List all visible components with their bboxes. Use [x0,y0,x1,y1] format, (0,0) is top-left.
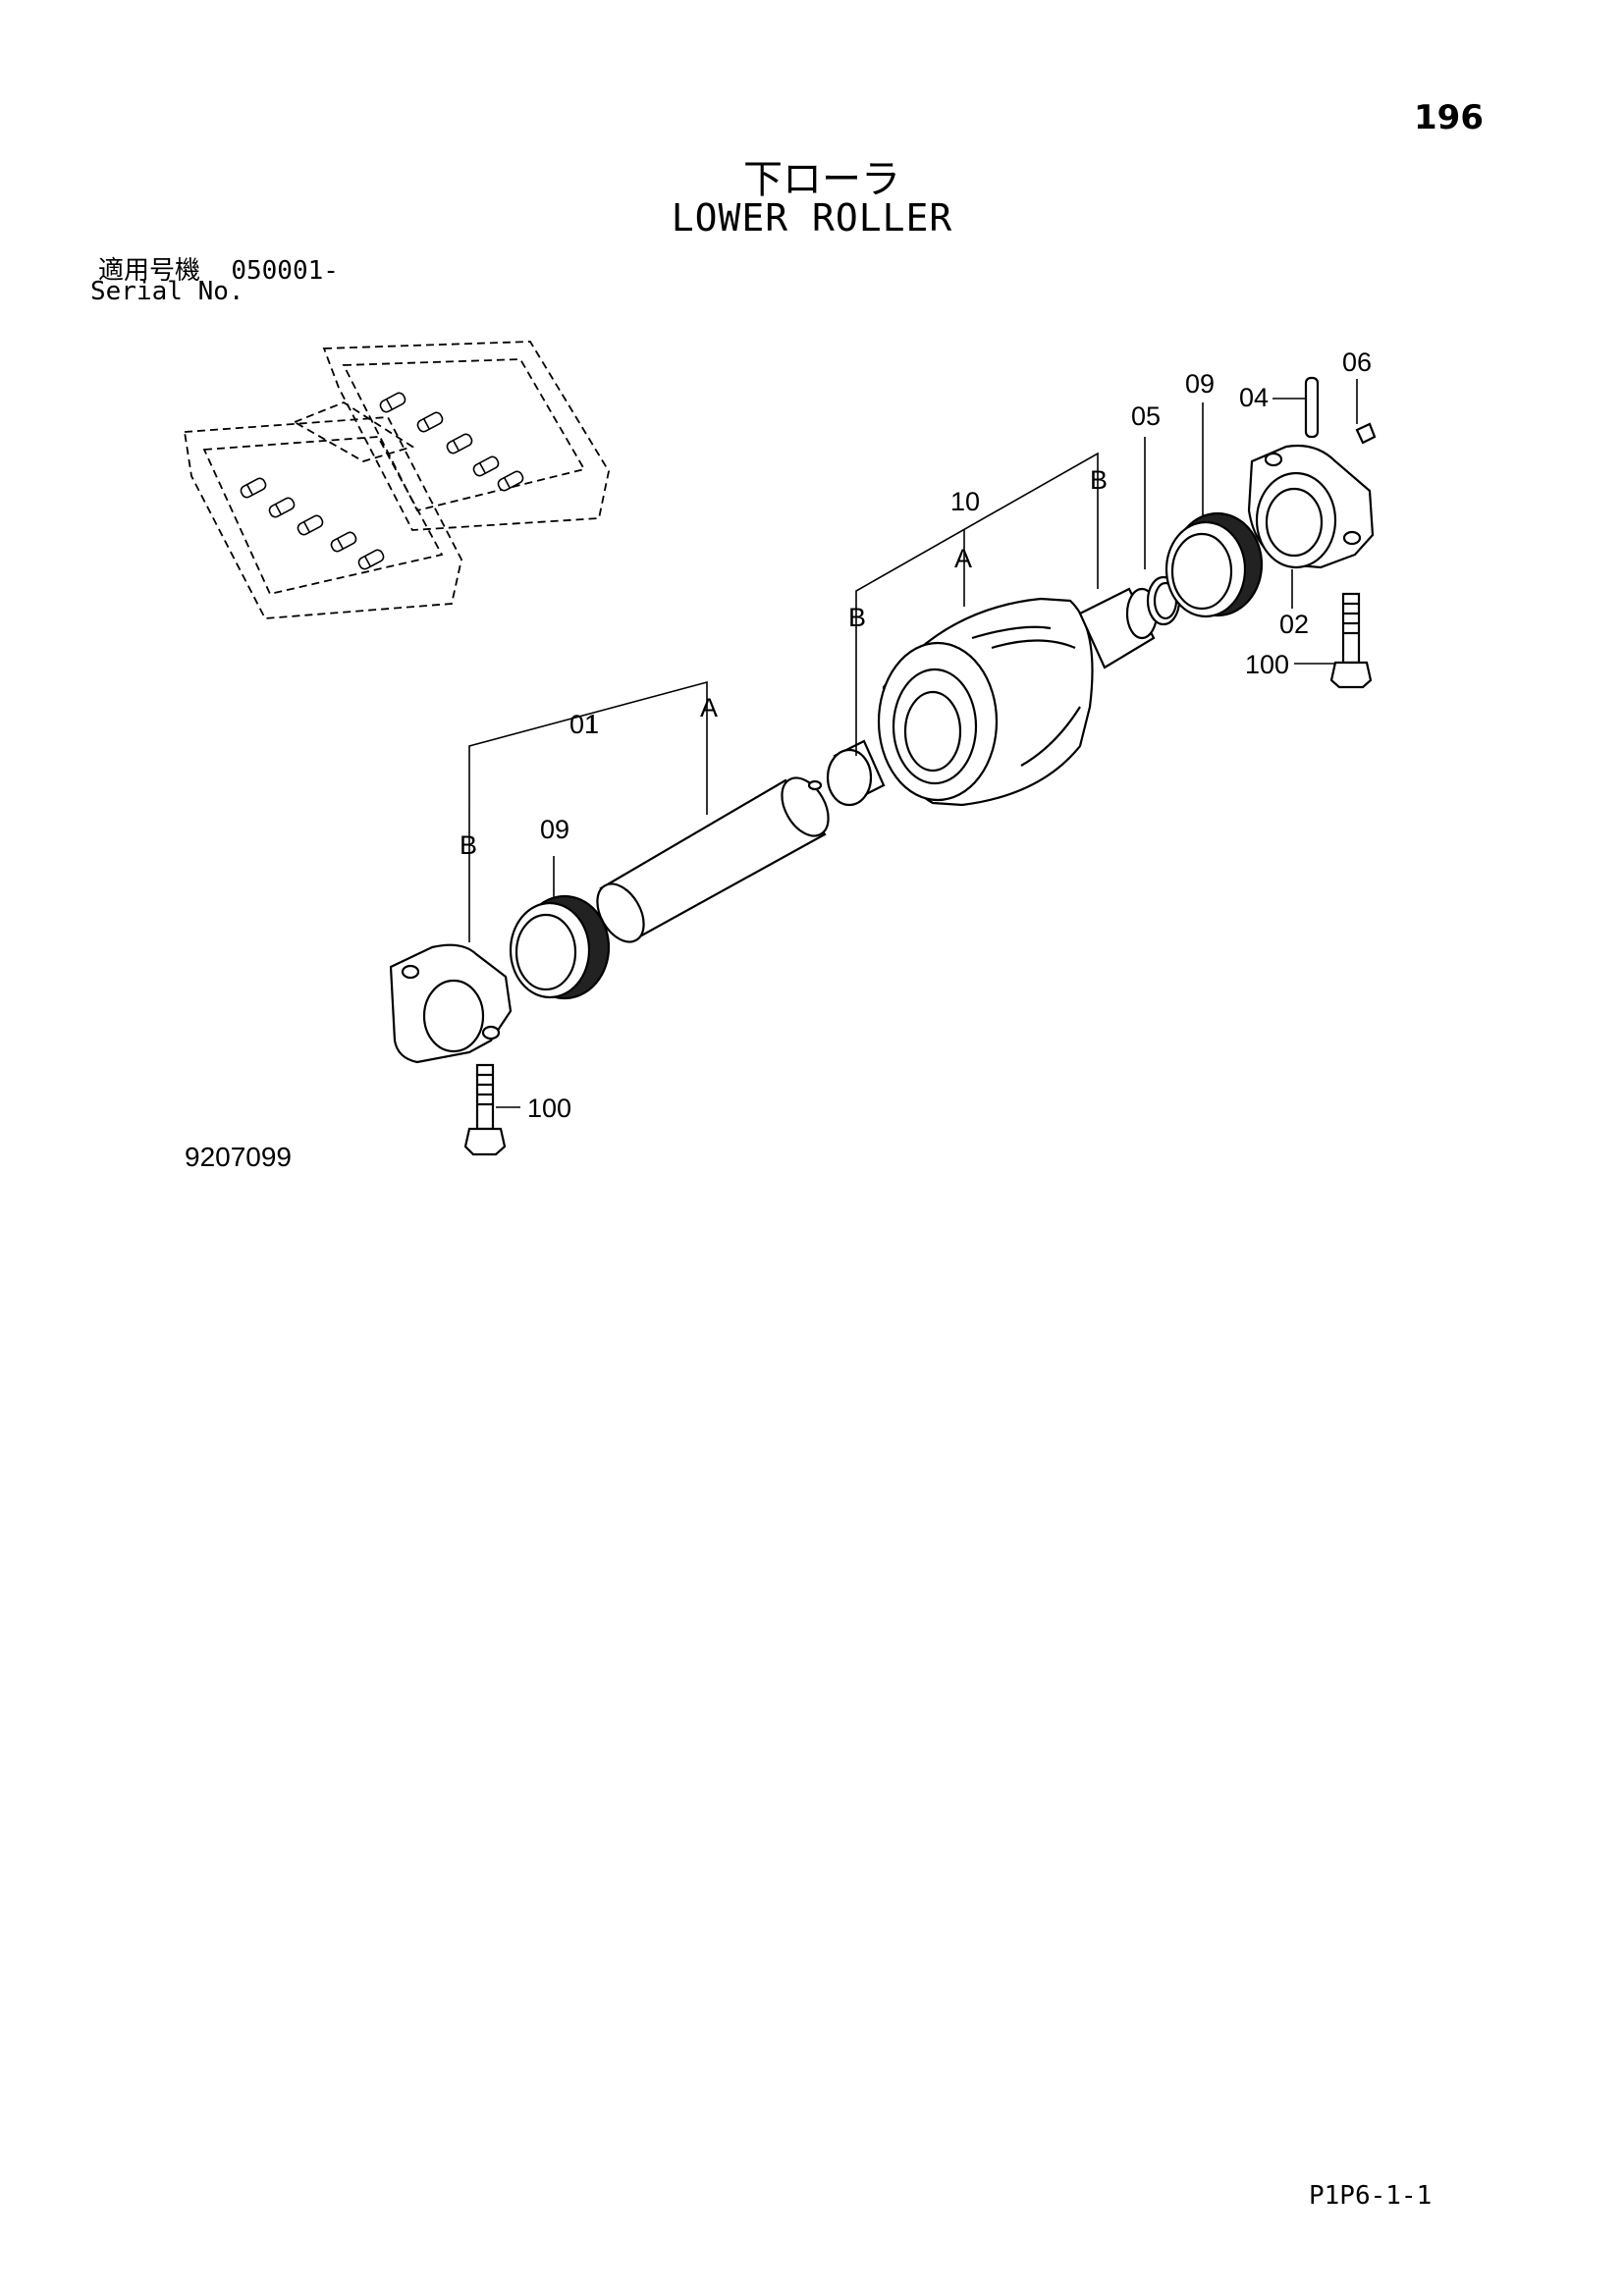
serial-value: 050001- [231,256,339,286]
callout-labels: 01 A B 09 100 10 A B B 05 09 04 06 02 10… [460,347,1372,1123]
left-floating-seal [509,894,611,1000]
bushing-left [826,739,886,807]
title-english: LOWER ROLLER [671,196,953,240]
callout-100-left: 100 [527,1094,571,1123]
callout-01-a: A [700,693,718,722]
undercarriage-locator [183,341,610,619]
serial-label-en: Serial No. [90,277,244,306]
right-bracket [1247,444,1375,569]
sheet-code: P1P6-1-1 [1309,2181,1433,2211]
drawing-number: 9207099 [185,1142,293,1172]
shaft [596,776,830,943]
page-number: 196 [1414,98,1484,137]
roller-body [877,597,1094,807]
serial-label-jp: 適用号機 [98,256,201,286]
callout-10: 10 [950,487,980,516]
callout-06: 06 [1342,347,1372,377]
locator-rollers [240,392,524,570]
plug [1355,422,1377,445]
right-floating-seal [1164,511,1264,618]
callout-05: 05 [1131,401,1161,431]
callout-100-right: 100 [1245,650,1289,679]
callout-04: 04 [1239,383,1269,412]
left-bracket [389,943,513,1064]
callout-01: 01 [569,710,599,739]
callout-01-b: B [460,830,477,860]
serial-applicable: 適用号機 050001- [98,250,339,287]
left-bolt [463,1063,507,1156]
callout-10-b-right: B [1090,465,1108,495]
callout-02: 02 [1279,610,1309,639]
pin [1304,376,1320,439]
leader-lines [468,379,1358,1108]
callout-10-a: A [954,544,972,573]
title-japanese: 下ローラ [743,157,900,202]
callout-09-right: 09 [1185,369,1215,399]
callout-09-left: 09 [540,815,569,844]
right-bolt [1329,592,1373,689]
callout-10-b-left: B [848,603,866,632]
